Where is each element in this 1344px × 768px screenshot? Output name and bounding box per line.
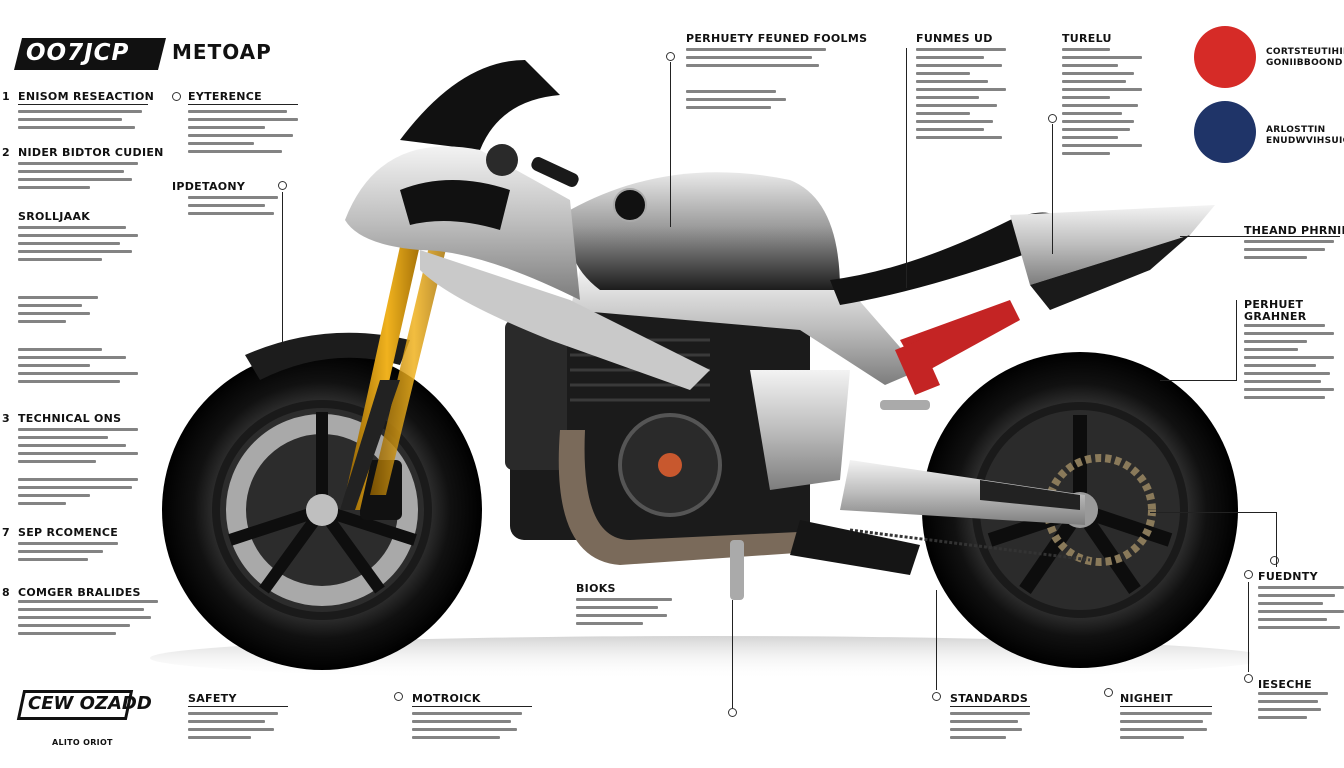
leader-line (732, 600, 733, 708)
info-icon (1048, 114, 1057, 123)
leader-line (1160, 380, 1237, 381)
info-icon (1104, 688, 1113, 697)
body-text (916, 48, 1006, 144)
leader-line (282, 192, 283, 342)
body-text (18, 296, 98, 328)
section-title: NIDER BIDTOR CUDIEN (18, 146, 164, 159)
section-title: PERHUETY FEUNED FOOLMS (686, 32, 868, 45)
color-swatch-red (1194, 26, 1256, 88)
body-text (18, 162, 138, 194)
section-number: 1 (2, 90, 10, 103)
info-icon (932, 692, 941, 701)
body-text (18, 428, 138, 468)
section-title: IPDETAONY (172, 180, 246, 193)
legend-blue-label-1: ARLOSTTIN (1266, 125, 1326, 135)
color-swatch-blue (1194, 101, 1256, 163)
leader-line (1052, 124, 1053, 254)
section-title: FUNMES UD (916, 32, 993, 45)
section-title: BIOKS (576, 582, 616, 595)
divider (188, 706, 288, 707)
info-icon (394, 692, 403, 701)
leader-line (670, 62, 671, 227)
body-text (1258, 586, 1344, 634)
body-text (1120, 712, 1212, 744)
section-title: STANDARDS (950, 692, 1029, 705)
info-icon (172, 92, 181, 101)
section-title: ENISOM RESEACTION (18, 90, 155, 103)
brand-logo: OO7JCP (26, 40, 130, 66)
legend-red-label-1: CORTSTEUTIHING (1266, 47, 1344, 57)
info-icon (666, 52, 675, 61)
motorcycle-illustration (150, 60, 1250, 680)
leader-line (936, 590, 937, 690)
body-text (1258, 692, 1328, 724)
section-title: GRAHNER (1244, 310, 1307, 323)
section-number: 8 (2, 586, 10, 599)
info-icon (728, 708, 737, 717)
body-text (18, 348, 138, 388)
divider (412, 706, 532, 707)
body-text (18, 110, 148, 134)
body-text (576, 598, 672, 630)
section-title: TURELU (1062, 32, 1112, 45)
divider (18, 104, 148, 105)
section-title: IESECHE (1258, 678, 1312, 691)
body-text (1062, 48, 1142, 160)
leader-line (1150, 512, 1276, 513)
info-icon (278, 181, 287, 190)
info-icon (1270, 556, 1279, 565)
section-title: COMGER BRALIDES (18, 586, 141, 599)
body-text (18, 600, 158, 640)
body-text (18, 226, 138, 266)
leader-line (1248, 582, 1249, 672)
body-text (686, 48, 826, 72)
body-text (188, 712, 278, 744)
section-title: NIGHEIT (1120, 692, 1173, 705)
leader-line (1236, 300, 1237, 380)
section-number: 3 (2, 412, 10, 425)
body-text (686, 90, 786, 114)
badge-logo: CEW OZADD (28, 693, 152, 714)
legend-red-label-2: GONIIBBOOND (1266, 58, 1343, 68)
leader-line (906, 48, 907, 288)
badge-subtitle: ALITO ORIOT (52, 738, 113, 747)
section-title: SAFETY (188, 692, 237, 705)
body-text (18, 478, 138, 510)
info-icon (1244, 570, 1253, 579)
section-title: EYTERENCE (188, 90, 262, 103)
divider (1120, 706, 1212, 707)
body-text (412, 712, 522, 744)
body-text (1244, 324, 1334, 404)
section-title: SEP RCOMENCE (18, 526, 119, 539)
body-text (950, 712, 1030, 744)
section-title: TECHNICAL ONS (18, 412, 122, 425)
legend-blue-label-2: ENUDWVIHSUIGK (1266, 136, 1344, 146)
section-title: PERHUET (1244, 298, 1304, 311)
body-text (188, 110, 298, 158)
body-text (1244, 240, 1334, 264)
body-text (188, 196, 278, 220)
info-icon (1244, 674, 1253, 683)
leader-line (1276, 512, 1277, 567)
divider (950, 706, 1030, 707)
body-text (18, 542, 118, 566)
section-number: 2 (2, 146, 10, 159)
section-title: MOTROICK (412, 692, 481, 705)
leader-line (1180, 236, 1340, 237)
section-title: FUEDNTY (1258, 570, 1318, 583)
page-title: METOAP (172, 40, 272, 64)
divider (188, 104, 298, 105)
section-title: SROLLJAAK (18, 210, 91, 223)
section-number: 7 (2, 526, 10, 539)
section-title: THEAND PHRNING (1244, 224, 1344, 237)
